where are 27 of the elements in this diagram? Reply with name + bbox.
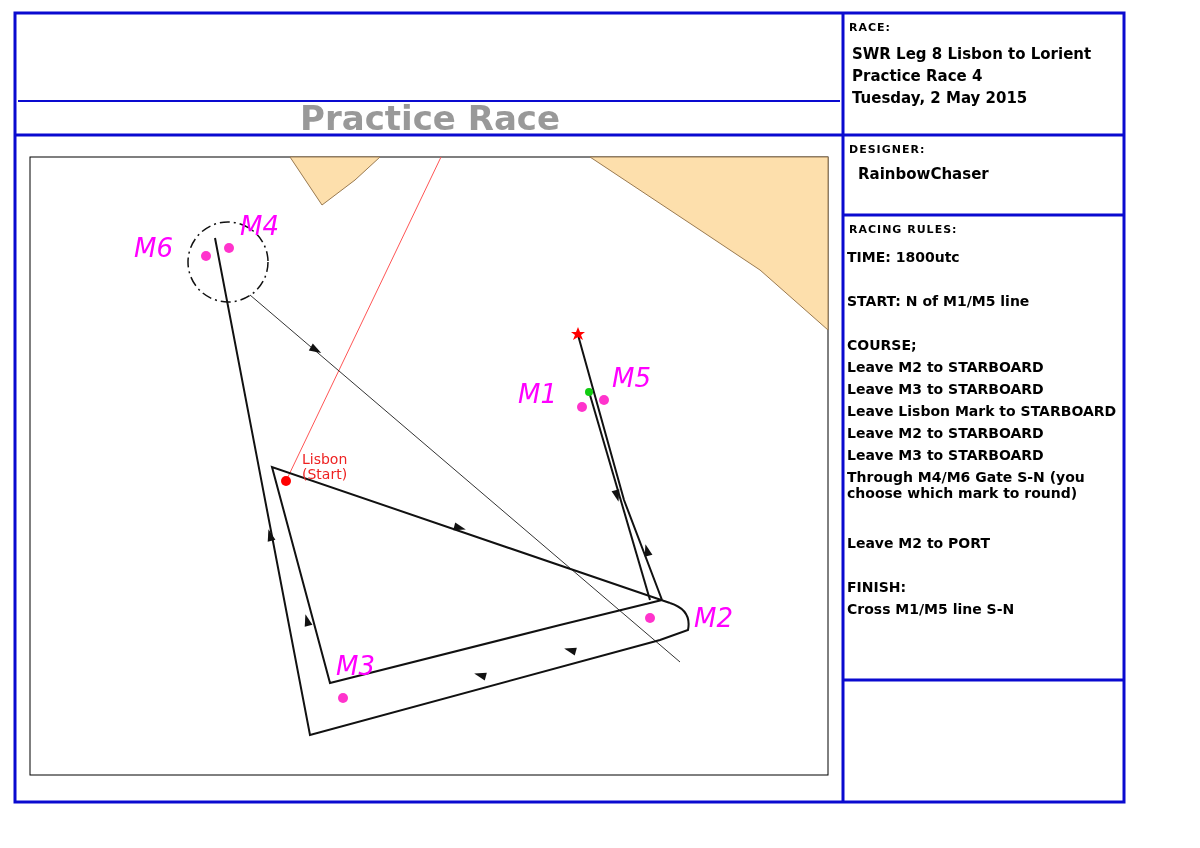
header-title: Practice Race xyxy=(300,98,561,138)
panel-text: Practice Race 4 xyxy=(852,67,983,85)
panel-text: Leave M2 to PORT xyxy=(847,535,990,551)
panel-text: COURSE; xyxy=(847,337,917,353)
panel-text: RainbowChaser xyxy=(858,165,989,183)
panel-text: Cross M1/M5 line S-N xyxy=(847,601,1015,617)
mark-label: M4 xyxy=(240,212,279,241)
panel-text: FINISH: xyxy=(847,579,907,595)
panel-text: Leave M3 to STARBOARD xyxy=(847,381,1044,397)
panel-text: Leave M2 to STARBOARD xyxy=(847,425,1044,441)
mark-label: M1 xyxy=(518,380,557,409)
panel-text: START: N of M1/M5 line xyxy=(847,293,1030,309)
panel-text: Tuesday, 2 May 2015 xyxy=(852,89,1028,107)
panel-text: Leave Lisbon Mark to STARBOARD xyxy=(847,403,1117,419)
panel-heading: DESIGNER: xyxy=(849,143,926,156)
mark-label: M3 xyxy=(336,652,375,681)
panel-text: Leave M3 to STARBOARD xyxy=(847,447,1044,463)
mark-label: M6 xyxy=(134,234,173,263)
mark-label: M5 xyxy=(612,364,651,393)
panel-text: Leave M2 to STARBOARD xyxy=(847,359,1044,375)
panel-heading: RACING RULES: xyxy=(849,223,958,236)
panel-text: TIME: 1800utc xyxy=(847,249,960,265)
panel-text: Through M4/M6 Gate S-N (you choose which mark to round) xyxy=(847,469,1086,501)
panel-heading: RACE: xyxy=(849,21,891,34)
mark-label: M2 xyxy=(694,604,733,633)
panel-text: SWR Leg 8 Lisbon to Lorient xyxy=(852,45,1092,63)
start-label: Lisbon (Start) xyxy=(302,452,349,483)
